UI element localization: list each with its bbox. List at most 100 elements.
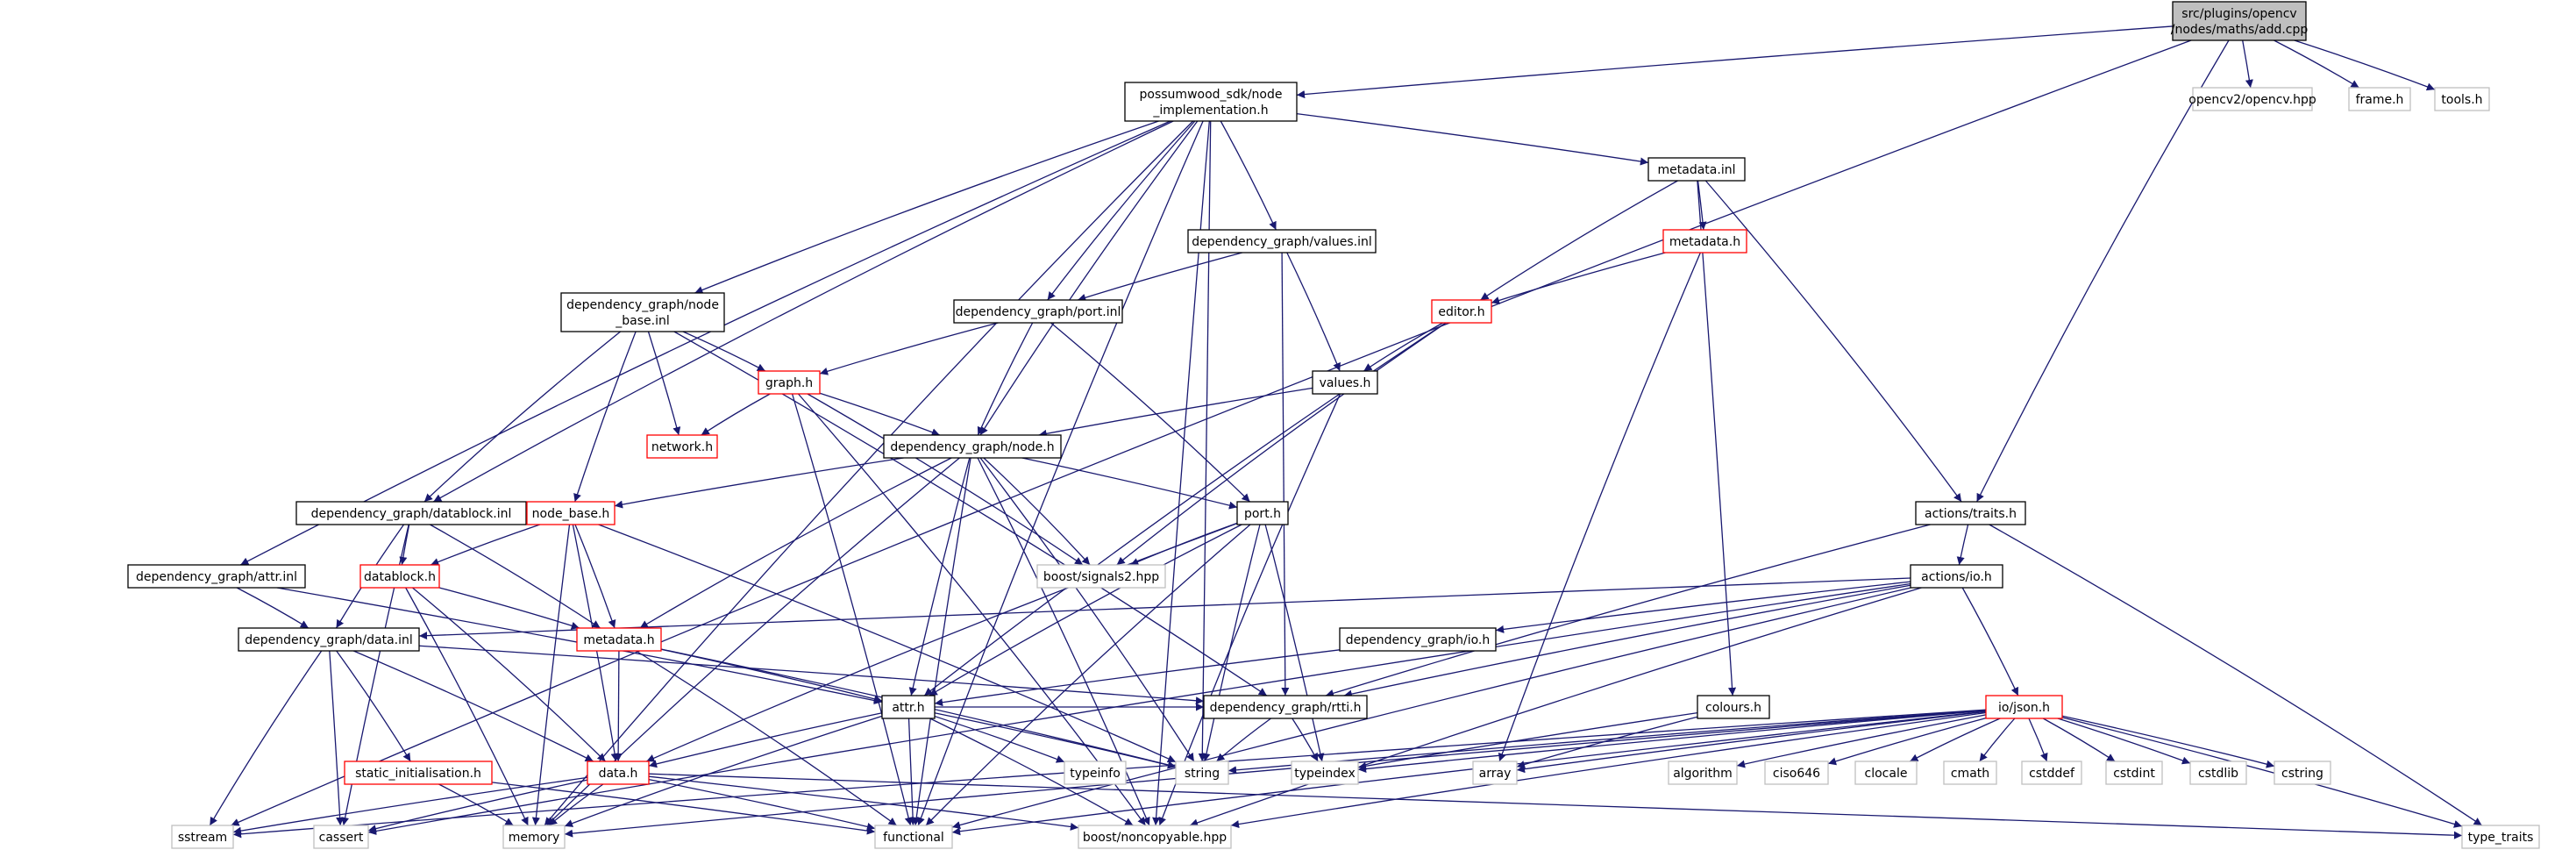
graph-node-ciso646[interactable]: ciso646 [1764, 761, 1829, 785]
node-box [881, 695, 936, 719]
include-edge-add_cpp-to-sstream [231, 39, 2192, 826]
graph-node-metadata-h-top[interactable]: metadata.h [1662, 229, 1747, 254]
node-box [1662, 229, 1747, 254]
graph-node-datablock-h[interactable]: datablock.h [359, 564, 440, 589]
graph-node-attr-h[interactable]: attr.h [881, 695, 936, 719]
graph-node-metadata-inl[interactable]: metadata.inl [1647, 157, 1746, 182]
graph-node-node-base-inl[interactable]: dependency_graph/node_base.inl [560, 292, 725, 332]
node-label: cmath [1951, 767, 1989, 781]
graph-node-data-h[interactable]: data.h [587, 761, 650, 785]
include-edge-data_h-to-sstream [232, 776, 588, 835]
graph-node-rtti-h[interactable]: dependency_graph/rtti.h [1203, 695, 1368, 719]
graph-node-cstdlib[interactable]: cstdlib [2189, 761, 2247, 785]
node-box [1668, 761, 1738, 785]
include-edge-json_h-to-noncopyable [1230, 711, 1987, 829]
node-label: metadata.h [583, 633, 654, 647]
include-edge-attr_h-to-typeinfo [934, 715, 1065, 763]
graph-node-json-h[interactable]: io/json.h [1985, 695, 2063, 719]
graph-node-node-impl[interactable]: possumwood_sdk/node_implementation.h [1124, 82, 1298, 122]
graph-node-node-h[interactable]: dependency_graph/node.h [883, 434, 1062, 459]
graph-node-port-h[interactable]: port.h [1236, 501, 1289, 525]
graph-node-typeindex[interactable]: typeindex [1291, 761, 1359, 785]
node-box [1124, 82, 1298, 122]
graph-node-opencv-hpp[interactable]: opencv2/opencv.hpp [2188, 87, 2316, 111]
node-box [1036, 564, 1166, 589]
include-edge-values_inl-to-port_inl [1077, 252, 1242, 302]
include-edge-port_h-to-typeindex [1264, 524, 1325, 762]
graph-node-values-inl[interactable]: dependency_graph/values.inl [1187, 229, 1377, 254]
node-box [171, 825, 234, 849]
graph-node-sstream[interactable]: sstream [171, 825, 234, 849]
node-box [526, 501, 616, 525]
include-edge-metadata_h_top-to-editor_h [1491, 252, 1666, 304]
graph-node-typeinfo[interactable]: typeinfo [1064, 761, 1127, 785]
include-edge-node_base_inl-to-network_h [647, 331, 681, 436]
include-edge-node_impl-to-metadata_inl [1296, 112, 1649, 166]
graph-node-network-h[interactable]: network.h [646, 434, 718, 459]
graph-node-colours-h[interactable]: colours.h [1697, 695, 1770, 719]
include-edge-add_cpp-to-frame_h [2274, 39, 2359, 89]
graph-node-node-base-h[interactable]: node_base.h [526, 501, 616, 525]
include-edge-node_impl-to-string [1198, 120, 1212, 762]
include-edge-dg_io_h-to-attr_h [934, 649, 1341, 707]
graph-node-clocale[interactable]: clocale [1854, 761, 1918, 785]
graph-node-cmath[interactable]: cmath [1943, 761, 1997, 785]
graph-node-cstddef[interactable]: cstddef [2021, 761, 2082, 785]
node-label: cstring [2281, 767, 2323, 781]
graph-node-data-inl[interactable]: dependency_graph/data.inl [238, 627, 420, 652]
include-edge-values_inl-to-rtti_h [1281, 252, 1290, 696]
node-label: _implementation.h [1152, 104, 1268, 118]
graph-node-tools-h[interactable]: tools.h [2434, 87, 2490, 111]
include-edge-attr_h-to-functional [907, 718, 917, 826]
include-edge-graph_h-to-network_h [701, 393, 771, 436]
graph-node-array[interactable]: array [1472, 761, 1518, 785]
graph-node-signals2[interactable]: boost/signals2.hpp [1036, 564, 1166, 589]
graph-node-algorithm[interactable]: algorithm [1668, 761, 1738, 785]
include-edge-metadata_h-to-data_h [614, 650, 623, 762]
include-edge-json_h-to-array [1516, 711, 1987, 774]
graph-node-cstdint[interactable]: cstdint [2105, 761, 2163, 785]
include-edge-node_base_inl-to-node_base_h [573, 331, 637, 503]
graph-node-metadata-h[interactable]: metadata.h [576, 627, 662, 652]
node-label: cstddef [2029, 767, 2075, 781]
node-label: dependency_graph/node.h [890, 440, 1054, 454]
graph-node-noncopyable[interactable]: boost/noncopyable.hpp [1078, 825, 1232, 849]
graph-node-editor-h[interactable]: editor.h [1431, 299, 1492, 324]
include-edge-node_base_h-to-memory [531, 524, 571, 826]
node-label: typeinfo [1070, 767, 1121, 781]
graph-node-static-init-h[interactable]: static_initialisation.h [344, 761, 493, 785]
include-edge-node_base_inl-to-graph_h [682, 331, 766, 372]
node-box [2461, 825, 2540, 849]
node-box [313, 825, 369, 849]
include-edge-node_impl-to-datablock_inl [432, 120, 1174, 503]
node-box [587, 761, 650, 785]
graph-node-functional[interactable]: functional [874, 825, 953, 849]
graph-node-add-cpp[interactable]: src/plugins/opencv/nodes/maths/add.cpp [2171, 1, 2309, 41]
graph-node-values-h[interactable]: values.h [1312, 370, 1378, 395]
graph-node-string[interactable]: string [1175, 761, 1229, 785]
include-edge-add_cpp-to-tools_h [2294, 39, 2436, 91]
include-edge-io_h-to-functional [951, 587, 1911, 830]
graph-node-attr-inl[interactable]: dependency_graph/attr.inl [127, 564, 306, 589]
graph-node-frame-h[interactable]: frame.h [2348, 87, 2411, 111]
graph-node-memory[interactable]: memory [502, 825, 566, 849]
graph-node-datablock-inl[interactable]: dependency_graph/datablock.inl [295, 501, 527, 525]
graph-node-port-inl[interactable]: dependency_graph/port.inl [953, 299, 1123, 324]
include-edge-datablock_h-to-memory [405, 587, 529, 826]
include-edge-datablock_h-to-data_h [412, 587, 607, 762]
graph-node-cstring[interactable]: cstring [2274, 761, 2331, 785]
graph-node-graph-h[interactable]: graph.h [758, 370, 821, 395]
graph-node-traits-h[interactable]: actions/traits.h [1915, 501, 2026, 525]
include-edge-node_base_inl-to-datablock_inl [423, 331, 622, 503]
graph-node-dg-io-h[interactable]: dependency_graph/io.h [1339, 627, 1497, 652]
graph-node-io-h[interactable]: actions/io.h [1910, 564, 2003, 589]
node-box [1064, 761, 1127, 785]
graph-node-cassert[interactable]: cassert [313, 825, 369, 849]
include-edge-port_h-to-string [1202, 524, 1261, 762]
include-edge-node_impl-to-node_base_inl [694, 120, 1159, 294]
include-edge-metadata_h-to-functional [636, 650, 897, 826]
graph-node-type-traits[interactable]: type_traits [2461, 825, 2540, 849]
node-box [1291, 761, 1359, 785]
node-label: colours.h [1705, 701, 1761, 715]
include-edge-rtti_h-to-string [1216, 718, 1271, 762]
